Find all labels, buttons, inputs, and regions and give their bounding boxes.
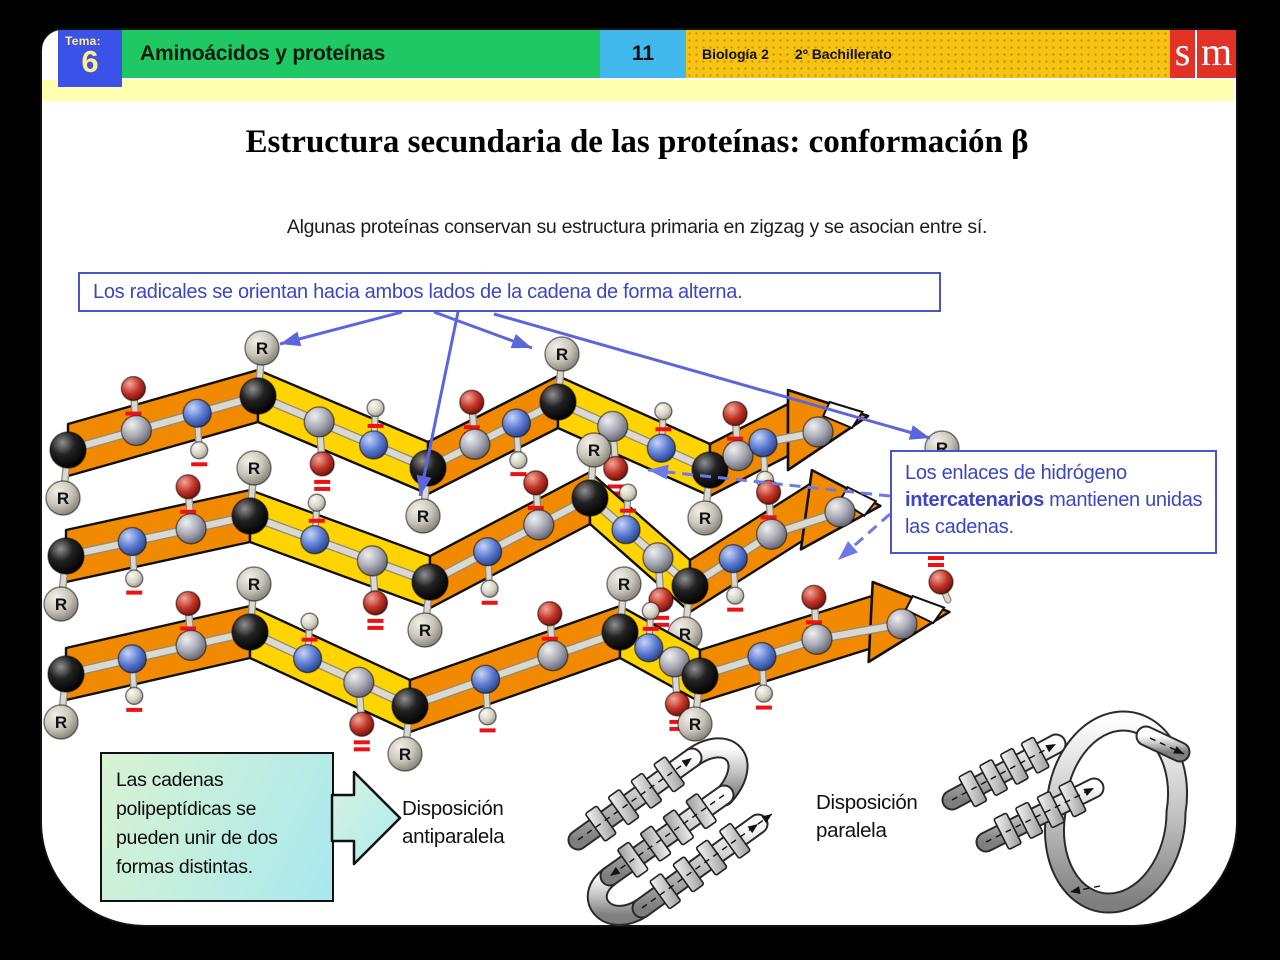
course-name: Biología 2 bbox=[702, 46, 769, 62]
sm-logo-s: s bbox=[1170, 30, 1197, 78]
label-antiparallel: Disposición antiparalela bbox=[402, 797, 505, 848]
slide-intro: Algunas proteínas conservan su estructur… bbox=[286, 216, 988, 238]
tema-number: 6 bbox=[81, 44, 99, 79]
label-parallel: Disposición paralela bbox=[816, 791, 918, 842]
unit-title: Aminoácidos y proteínas bbox=[140, 42, 386, 65]
chains-union-box: Las cadenas polipeptídicas se pueden uni… bbox=[100, 752, 334, 902]
unit-title-bar: Aminoácidos y proteínas bbox=[122, 30, 600, 78]
course-level: 2º Bachillerato bbox=[794, 46, 892, 62]
page-number: 11 bbox=[631, 42, 655, 65]
tema-badge: Tema: 6 bbox=[58, 30, 122, 87]
sm-logo: s m bbox=[1170, 30, 1236, 78]
header-underline-strip bbox=[42, 80, 1234, 101]
course-bar: Biología 2 2º Bachillerato bbox=[686, 30, 1170, 78]
callout-radicals: Los radicales se orientan hacia ambos la… bbox=[78, 272, 941, 312]
page-number-box: 11 bbox=[600, 30, 686, 78]
sm-logo-m: m bbox=[1200, 29, 1233, 74]
callout-hydrogen-bonds: Los enlaces de hidrógeno intercatenarios… bbox=[890, 450, 1217, 554]
slide-title: Estructura secundaria de las proteínas: … bbox=[245, 124, 1029, 160]
tema-label: Tema: bbox=[65, 34, 101, 48]
